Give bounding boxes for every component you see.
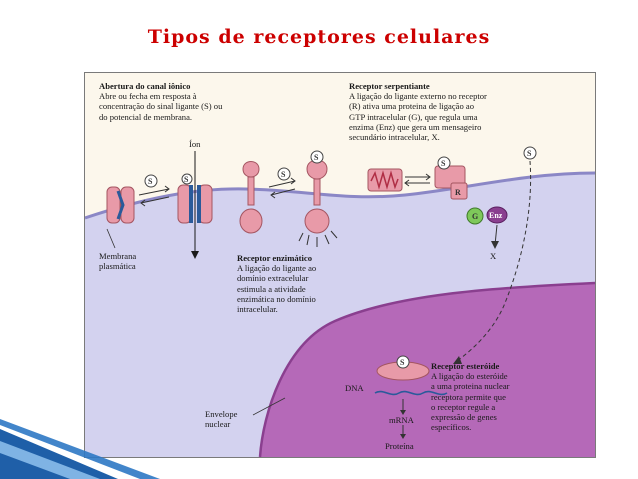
ligand-s xyxy=(523,146,537,160)
ion-channel-open xyxy=(177,151,213,259)
nuclear-envelope-label: Envelope nuclear xyxy=(205,409,238,429)
slide-title: Tipos de receptores celulares xyxy=(147,26,491,48)
protein-label: Proteína xyxy=(385,441,414,451)
dna-strand xyxy=(374,390,448,396)
enzymatic-receptor-inactive xyxy=(239,161,263,234)
ion-channel-heading: Abertura do canal iônico xyxy=(99,81,191,91)
ligand-s xyxy=(277,167,291,181)
enzymatic-caption: Receptor enzimático A ligação do ligante… xyxy=(237,253,357,314)
enzyme xyxy=(486,206,508,224)
receptor-diagram: Abertura do canal iônico Abre ou fecha e… xyxy=(84,72,596,458)
plasma-membrane xyxy=(85,171,595,220)
enzymatic-body: A ligação do ligante ao domínio extracel… xyxy=(237,263,317,315)
diagram-drawing xyxy=(85,146,595,457)
x-label: X xyxy=(490,251,497,261)
ion-channel-closed xyxy=(106,186,135,224)
g-protein xyxy=(466,207,484,225)
equilibrium-arrows xyxy=(138,185,170,207)
steroid-caption: Receptor esteróide A ligação do esteróid… xyxy=(431,361,549,432)
serpentine-receptor xyxy=(367,168,403,192)
nuclear-envelope xyxy=(258,281,595,457)
dna-label: DNA xyxy=(345,383,364,393)
serpentine-body: A ligação do ligante externo no receptor… xyxy=(349,91,487,143)
steroid-path xyxy=(456,160,532,362)
decorative-stripes xyxy=(0,419,160,479)
enzymatic-receptor-active xyxy=(298,150,338,247)
equilibrium-arrows xyxy=(404,173,431,187)
serpentine-caption: Receptor serpentiante A ligação do ligan… xyxy=(349,81,549,142)
ion-channel-caption: Abertura do canal iônico Abre ou fecha e… xyxy=(99,81,279,122)
serpentine-receptor-active xyxy=(434,156,468,200)
ligand-s xyxy=(144,174,158,188)
steroid-body: A ligação do esteróide a uma proteina nu… xyxy=(431,371,510,433)
steroid-heading: Receptor esteróide xyxy=(431,361,500,371)
serpentine-heading: Receptor serpentiante xyxy=(349,81,430,91)
enzymatic-heading: Receptor enzimático xyxy=(237,253,313,263)
equilibrium-arrows xyxy=(268,177,296,199)
ligand-s xyxy=(181,173,193,185)
mrna-label: mRNA xyxy=(389,415,414,425)
ligand-s xyxy=(396,355,410,369)
ion-channel-body: Abre ou fecha em resposta à concentração… xyxy=(99,91,223,122)
ion-label: Íon xyxy=(189,139,201,149)
membrane-label: Membrana plasmática xyxy=(99,251,137,271)
